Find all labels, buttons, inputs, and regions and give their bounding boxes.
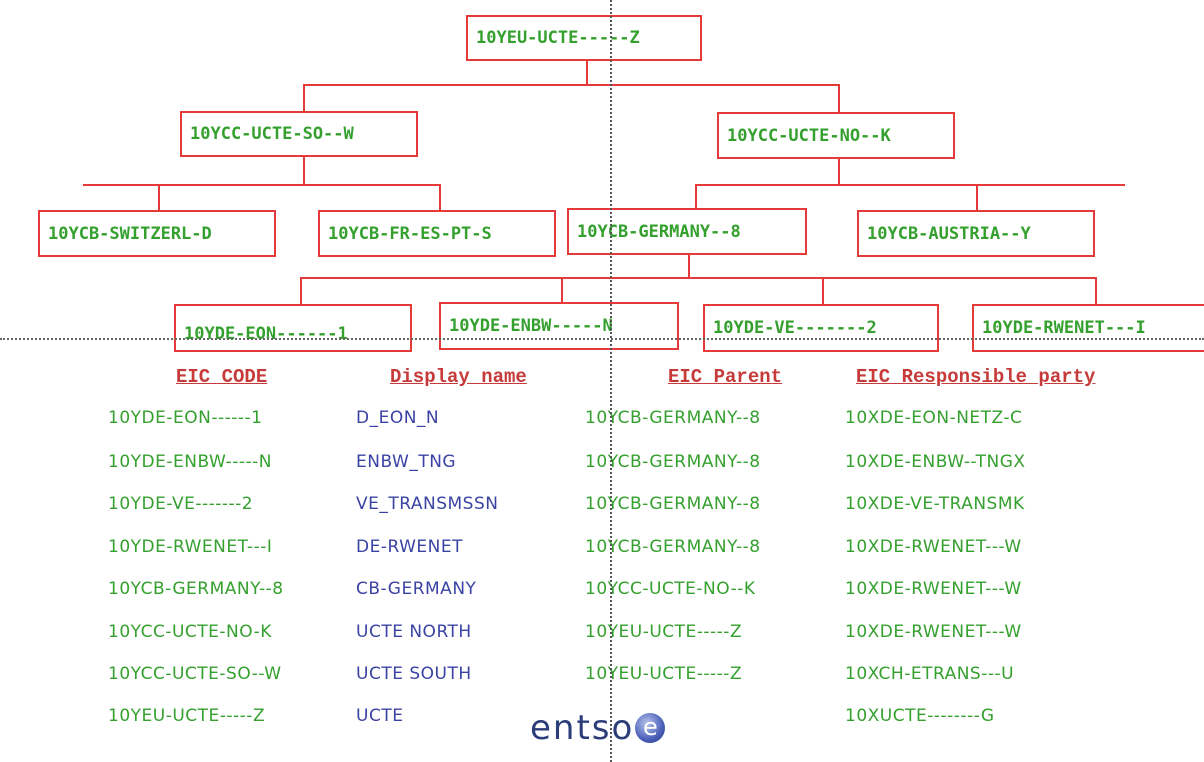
table-cell-responsible-party: 10XDE-VE-TRANSMK [845, 494, 1025, 514]
table-cell-eic-code: 10YDE-ENBW-----N [108, 452, 273, 472]
node-rwenet: 10YDE-RWENET---I [972, 304, 1204, 352]
node-root: 10YEU-UCTE-----Z [466, 15, 702, 61]
table-cell-eic-code: 10YCB-GERMANY--8 [108, 579, 284, 599]
table-cell-responsible-party: 10XUCTE--------G [845, 706, 995, 726]
table-cell-eic-code: 10YCC-UCTE-NO-K [108, 622, 272, 642]
node-switzerland: 10YCB-SWITZERL-D [38, 210, 276, 257]
table-cell-display-name: CB-GERMANY [356, 579, 477, 599]
table-cell-eic-parent: 10YCB-GERMANY--8 [585, 452, 761, 472]
node-fr-es-pt: 10YCB-FR-ES-PT-S [318, 210, 556, 257]
table-cell-display-name: DE-RWENET [356, 537, 463, 557]
table-cell-display-name: ENBW_TNG [356, 452, 457, 472]
connector-line [586, 60, 588, 84]
header-eic-code: EIC CODE [176, 366, 268, 388]
node-ve: 10YDE-VE-------2 [703, 304, 939, 352]
connector-line [158, 184, 160, 210]
table-cell-eic-parent: 10YCB-GERMANY--8 [585, 494, 761, 514]
table-cell-display-name: UCTE [356, 706, 404, 726]
header-display-name: Display name [390, 366, 527, 388]
table-cell-eic-parent: 10YCB-GERMANY--8 [585, 408, 761, 428]
connector-line [303, 84, 839, 86]
table-cell-eic-code: 10YCC-UCTE-SO--W [108, 664, 282, 684]
connector-line [300, 277, 1096, 279]
table-cell-display-name: D_EON_N [356, 408, 440, 428]
table-cell-responsible-party: 10XCH-ETRANS---U [845, 664, 1015, 684]
connector-line [695, 184, 697, 210]
table-cell-eic-parent: 10YEU-UCTE-----Z [585, 664, 743, 684]
table-cell-eic-parent: 10YEU-UCTE-----Z [585, 622, 743, 642]
connector-line [695, 184, 1125, 186]
table-cell-eic-code: 10YDE-VE-------2 [108, 494, 254, 514]
table-cell-display-name: VE_TRANSMSSN [356, 494, 499, 514]
node-ucte-north: 10YCC-UCTE-NO--K [717, 112, 955, 159]
table-cell-eic-code: 10YDE-RWENET---I [108, 537, 273, 557]
header-eic-responsible-party: EIC Responsible party [856, 366, 1096, 388]
table-cell-responsible-party: 10XDE-RWENET---W [845, 579, 1022, 599]
connector-line [303, 84, 305, 112]
table-cell-responsible-party: 10XDE-EON-NETZ-C [845, 408, 1023, 428]
table-cell-eic-parent: 10YCB-GERMANY--8 [585, 537, 761, 557]
connector-line [976, 184, 978, 210]
node-ucte-south: 10YCC-UCTE-SO--W [180, 111, 418, 157]
table-cell-eic-code: 10YEU-UCTE-----Z [108, 706, 266, 726]
connector-line [439, 184, 441, 210]
table-cell-responsible-party: 10XDE-ENBW--TNGX [845, 452, 1026, 472]
node-eon: 10YDE-EON------1 [174, 304, 412, 352]
table-cell-responsible-party: 10XDE-RWENET---W [845, 537, 1022, 557]
connector-line [838, 159, 840, 184]
connector-line [300, 277, 302, 304]
node-germany: 10YCB-GERMANY--8 [567, 208, 807, 255]
table-cell-eic-code: 10YDE-EON------1 [108, 408, 263, 428]
table-cell-display-name: UCTE NORTH [356, 622, 472, 642]
connector-line [303, 157, 305, 184]
connector-line [1095, 277, 1097, 304]
header-eic-parent: EIC Parent [668, 366, 783, 388]
logo-wordmark: entso [530, 708, 635, 748]
connector-line [838, 84, 840, 112]
connector-line [561, 277, 563, 302]
connector-line [83, 184, 440, 186]
guide-line-horizontal [0, 338, 1204, 340]
node-enbw: 10YDE-ENBW-----N [439, 302, 679, 350]
table-cell-display-name: UCTE SOUTH [356, 664, 472, 684]
connector-line [688, 255, 690, 278]
guide-line-vertical [610, 0, 612, 762]
entsoe-logo: entso e [530, 708, 666, 748]
logo-e-mark-icon: e [635, 713, 666, 743]
node-austria: 10YCB-AUSTRIA--Y [857, 210, 1095, 257]
connector-line [822, 277, 824, 304]
table-cell-eic-parent: 10YCC-UCTE-NO--K [585, 579, 756, 599]
table-cell-responsible-party: 10XDE-RWENET---W [845, 622, 1022, 642]
